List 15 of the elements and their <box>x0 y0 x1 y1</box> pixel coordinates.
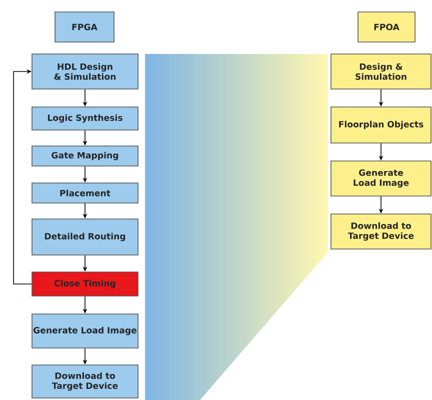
header-box: FPOA <box>358 12 416 42</box>
process-box: Download to Target Device <box>32 364 138 398</box>
process-box: Download to Target Device <box>330 214 432 250</box>
arrow <box>13 69 32 284</box>
process-box: Gate Mapping <box>32 146 138 166</box>
process-box: HDL Design & Simulation <box>32 54 138 90</box>
process-box: Logic Synthesis <box>32 106 138 130</box>
process-box: Close Timing <box>32 272 138 296</box>
process-box: Generate Load Image <box>330 160 432 196</box>
process-box: Design & Simulation <box>330 54 432 90</box>
header-box: FPGA <box>54 12 114 42</box>
process-box: Generate Load Image <box>32 314 138 348</box>
process-box: Detailed Routing <box>32 218 138 256</box>
process-box: Floorplan Objects <box>330 106 432 144</box>
process-box: Placement <box>32 182 138 204</box>
